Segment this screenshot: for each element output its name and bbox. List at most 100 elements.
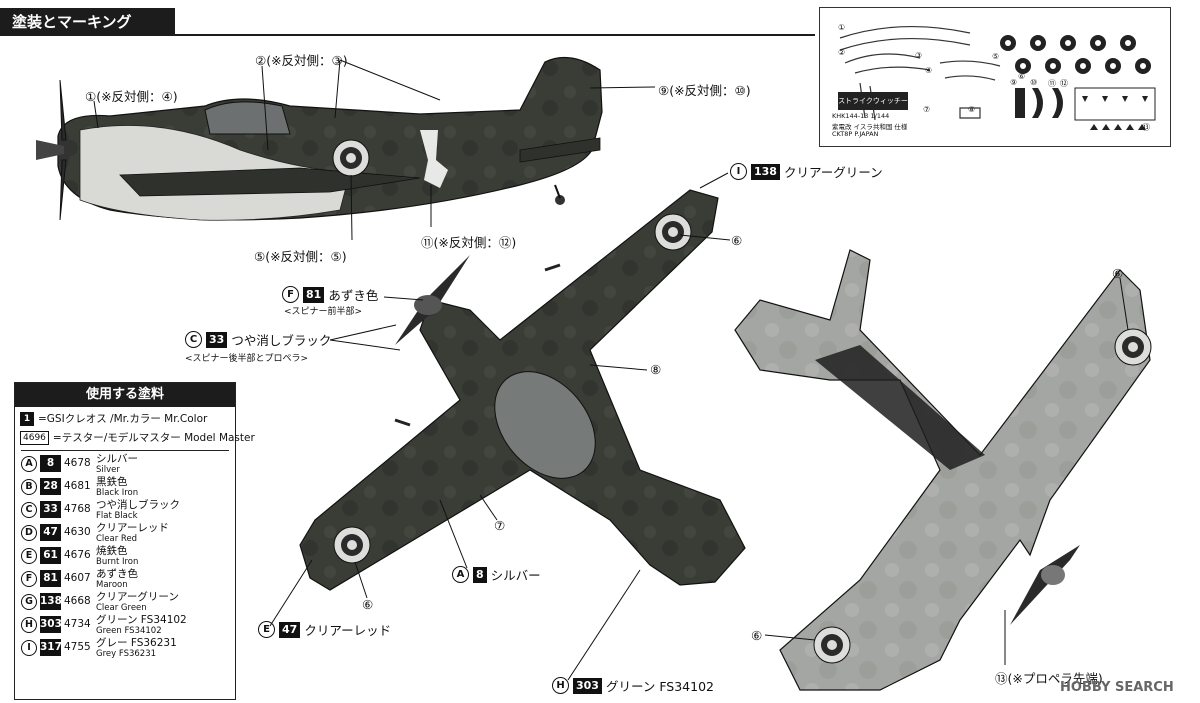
top-view [299,189,746,591]
callout-9: ⑨(※反対側：⑩) [658,83,751,98]
paint-mm-number: 4768 [64,503,91,515]
paint-mm-number: 4676 [64,549,91,561]
paint-name-jp: シルバー [96,453,138,465]
paint-number: 47 [279,621,301,638]
legend-key-text: =GSIクレオス /Mr.カラー Mr.Color [38,413,208,425]
decal-num-8: ⑧ [968,105,976,114]
watermark: HOBBY SEARCH [1060,680,1174,695]
paint-letter: C [185,331,202,348]
paint-letter: I [730,163,747,180]
paint-number: 33 [206,331,228,348]
paint-name-en: Black Iron [96,488,139,498]
callout-13: ⑬(※プロペラ先端) [995,671,1103,686]
paint-name: あずき色 [328,288,379,303]
decal-num-13: ⑬ [1142,123,1150,132]
paint-name-jp: あずき色 [96,568,138,580]
legend-key-modelmaster: 4696 =テスター/モデルマスター Model Master [20,430,255,445]
decal-num-6: ⑥ [1018,72,1026,81]
callout-6-bottom-left: ⑥ [751,628,763,643]
paint-name-jp: 黒鉄色 [96,476,128,488]
callout-1: ①(※反対側：④) [85,89,178,104]
paint-name: クリアーグリーン [783,165,883,180]
paint-letter: F [21,571,37,587]
paint-letter: B [21,479,37,495]
side-view [36,56,603,221]
paint-mm-number: 4668 [64,595,91,607]
decal-num-7: ⑦ [923,105,931,114]
paint-letter: H [21,617,37,633]
paint-letter: E [258,621,275,638]
decal-artwork [839,25,1156,130]
paint-callout-H: H 303 グリーン FS34102 [552,676,714,695]
paint-name-en: Green FS34102 [96,626,162,636]
paint-name-jp: グリーン FS34102 [96,614,187,626]
paint-letter: I [21,640,37,656]
paint-callout-C-sub: <スピナー後半部とプロペラ> [185,354,309,364]
callout-6-top-right: ⑥ [731,233,743,248]
decal-line2: 紫電改 イスラ共和国 仕様 [832,123,908,131]
paint-letter: D [21,525,37,541]
title-underline [175,34,815,36]
decal-sheet: ストライクウィッチーズ KHK144-13 1/144 紫電改 イスラ共和国 仕… [819,7,1171,147]
paint-callout-I: I 138 クリアーグリーン [730,162,883,181]
paint-name-en: Clear Green [96,603,147,613]
callout-7: ⑦ [494,518,506,533]
decal-code: KHK144-13 1/144 [832,112,890,120]
callout-5: ⑤(※反対側：⑤) [254,249,347,264]
legend-key-mrcolor: 1 =GSIクレオス /Mr.カラー Mr.Color [20,411,207,426]
paint-number: 138 [40,593,62,610]
paint-letter: A [452,566,469,583]
paint-callout-E: E 47 クリアーレッド [258,620,391,639]
paint-name: グリーン FS34102 [605,679,714,694]
paint-mm-number: 4681 [64,480,91,492]
paint-mm-number: 4678 [64,457,91,469]
paint-number: 47 [40,524,61,541]
leader-lines [93,59,1129,681]
paint-number: 138 [751,163,780,180]
paint-number: 8 [473,566,487,583]
paint-letter: G [21,594,37,610]
paint-name-jp: グレー FS36231 [96,637,177,649]
paint-number: 81 [40,570,61,587]
side-roundel [332,139,370,177]
decal-num-9: ⑨ [1010,78,1018,87]
paint-letter: E [21,548,37,564]
paint-mm-number: 4607 [64,572,91,584]
decal-num-5: ⑤ [992,52,1000,61]
paint-name-en: Burnt Iron [96,557,139,567]
paint-number: 303 [40,616,62,633]
paint-letter: F [282,286,299,303]
legend-key-text: =テスター/モデルマスター Model Master [52,432,255,444]
paint-name-jp: つや消しブラック [96,499,180,511]
paint-callout-C: C 33 つや消しブラック [185,330,331,349]
paint-callout-F-sub: <スピナー前半部> [284,307,363,317]
decal-line3: CKT8P P.JAPAN [832,130,879,138]
paint-name-jp: クリアーレッド [96,522,169,534]
paint-name-jp: クリアーグリーン [96,591,179,603]
paint-legend: 使用する塗料 1 =GSIクレオス /Mr.カラー Mr.Color 4696 … [14,382,255,700]
legend-key-symbol: 1 [20,411,34,426]
decal-num-1: ① [838,23,846,32]
decal-num-12: ⑫ [1060,79,1068,88]
paint-letter: H [552,677,569,694]
callout-6-top-left: ⑥ [362,597,374,612]
decal-num-2: ② [838,48,846,57]
paint-mm-number: 4734 [64,618,91,630]
paint-letter: C [21,502,37,518]
paint-name: つや消しブラック [231,333,332,348]
bottom-roundel-left-wing [813,626,851,664]
legend-title: 使用する塗料 [15,383,235,407]
paint-callout-A: A 8 シルバー [452,565,541,584]
